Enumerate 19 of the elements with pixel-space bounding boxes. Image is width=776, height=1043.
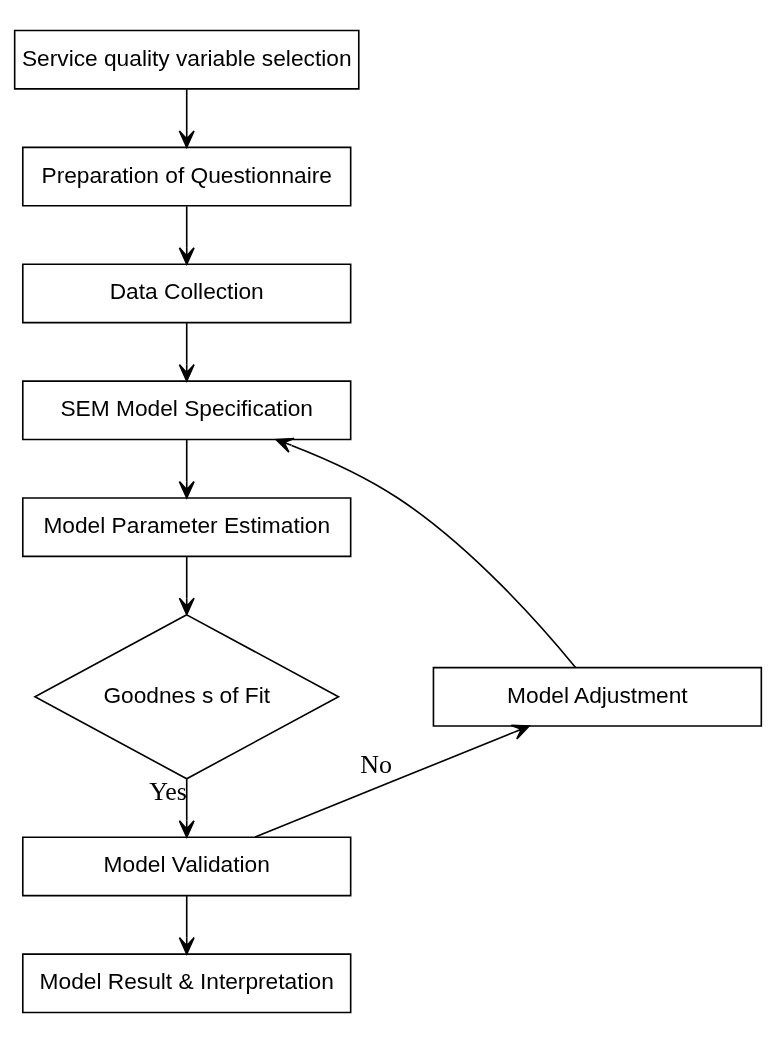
arrow [178,778,195,838]
node-box: Service quality variable selection [13,29,360,90]
arrow [178,205,195,265]
arrow [178,322,195,382]
node-box: Model Adjustment [432,666,763,727]
arrow [178,88,195,148]
node-box: Model Result & Interpretation [22,953,352,1014]
arrow [275,437,577,669]
arrow [254,724,530,838]
node-box: Model Validation [22,836,352,897]
node-diamond: Goodnes s of Fit [33,613,341,780]
arrow [178,895,195,955]
node-box: Preparation of Questionnaire [22,146,352,207]
edge-label: No [360,750,393,780]
node-box: Model Parameter Estimation [22,497,352,558]
node-box: Data Collection [22,263,352,324]
node-box: SEM Model Specification [22,380,352,441]
arrow [178,439,195,499]
arrow [178,556,195,616]
